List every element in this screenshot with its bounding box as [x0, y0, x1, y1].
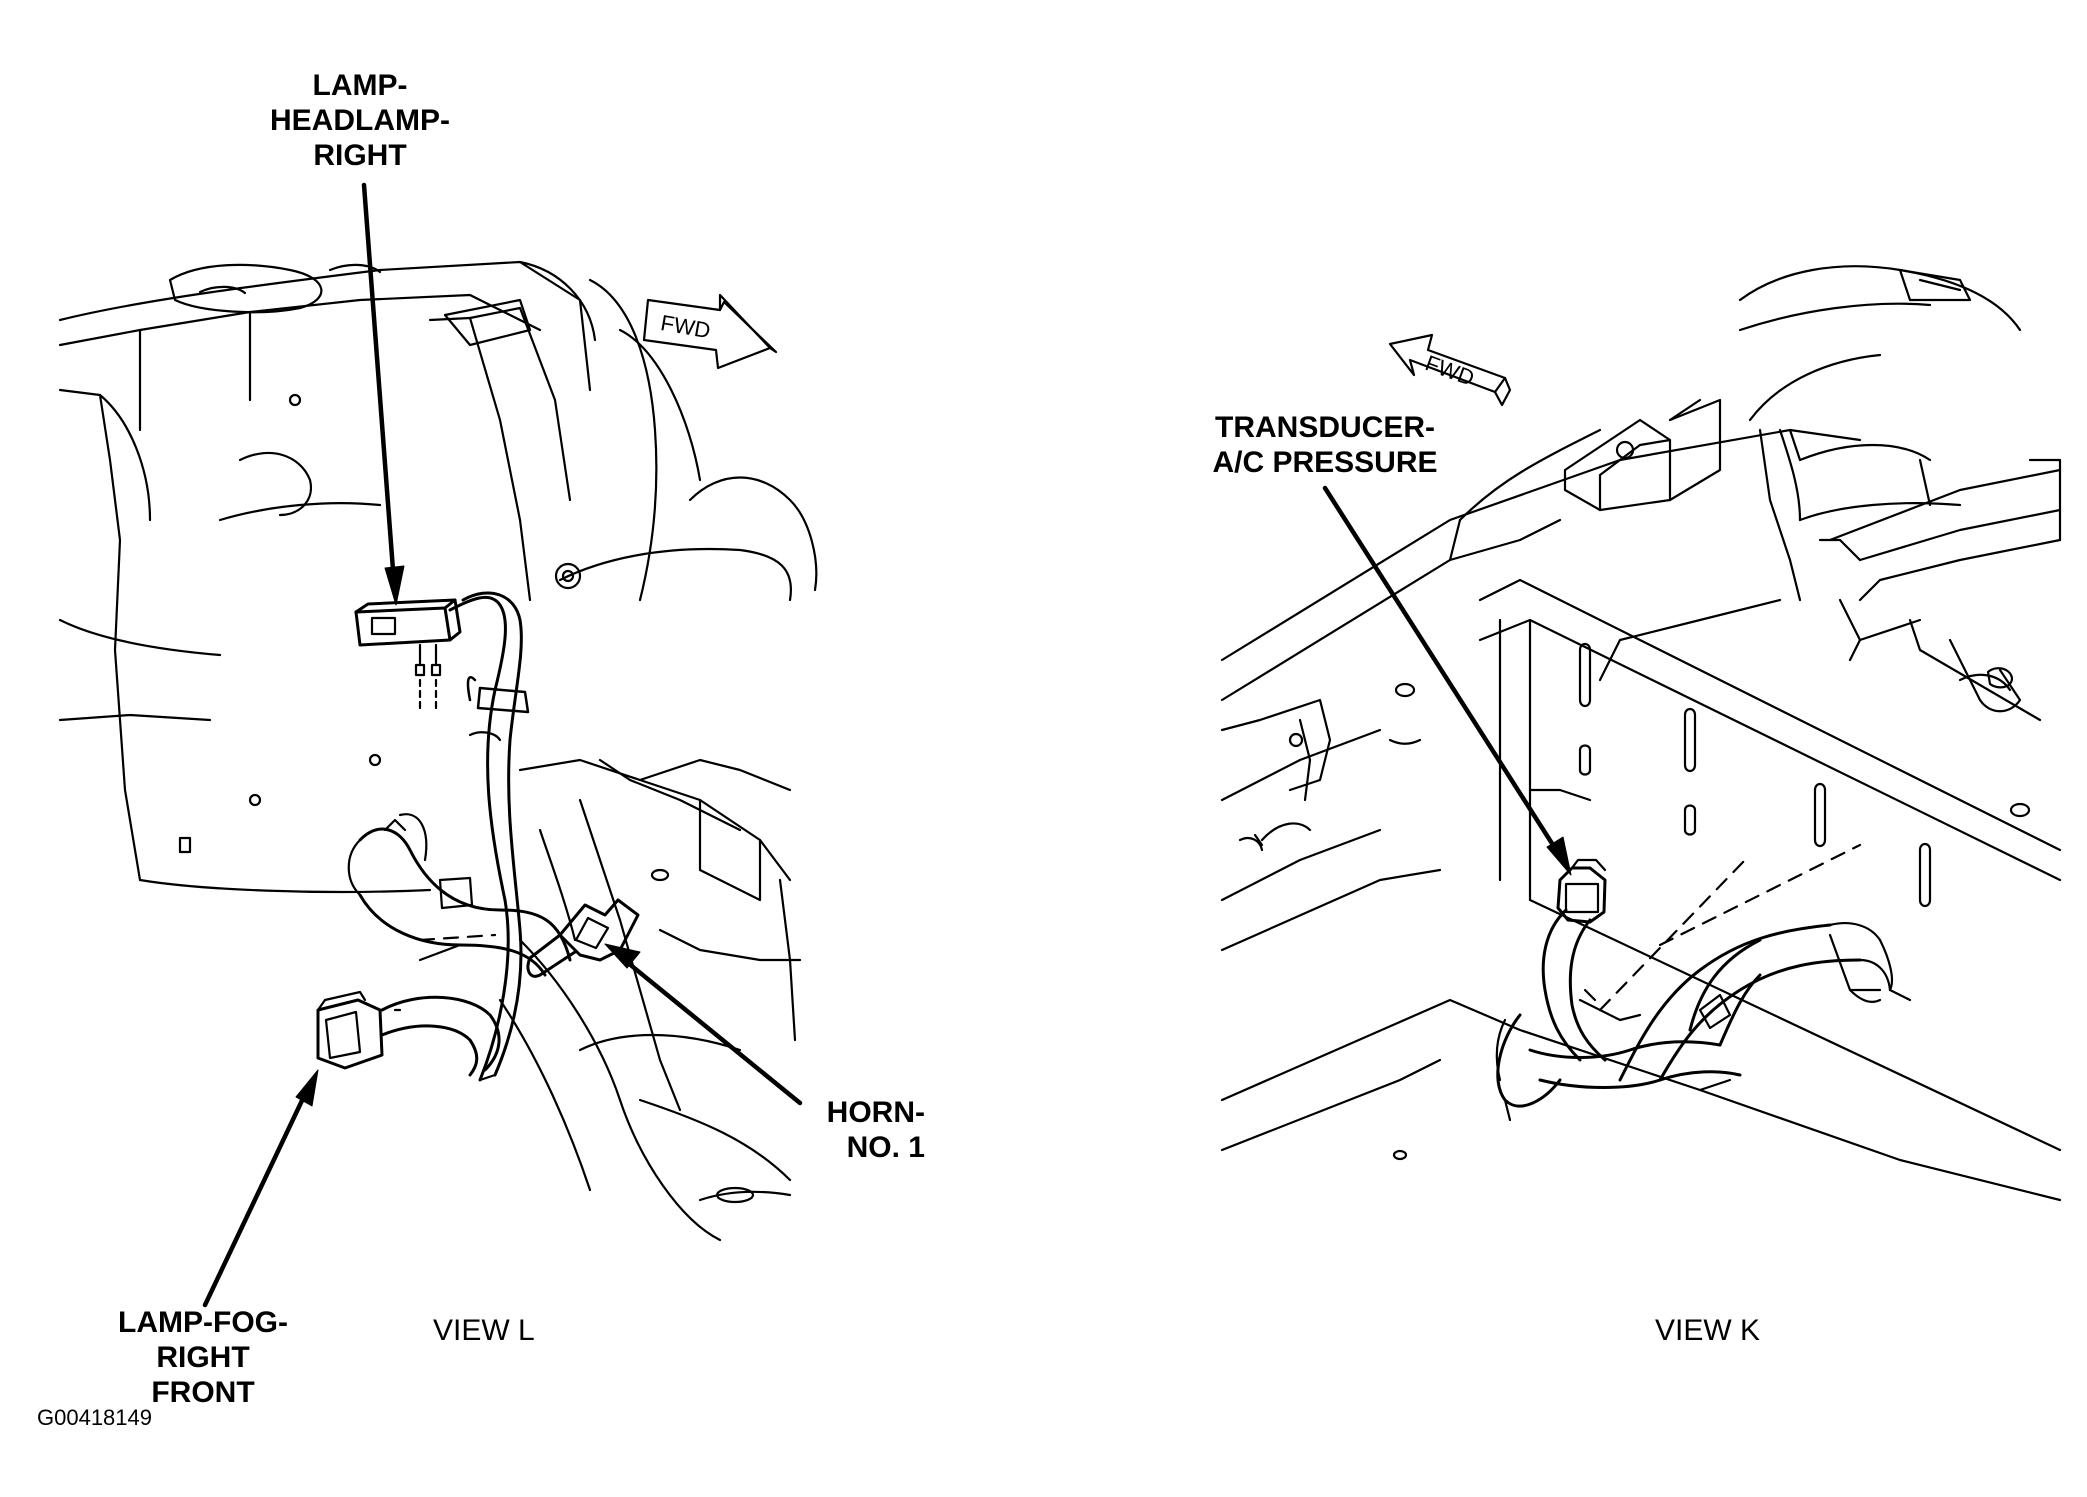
- label-line: A/C PRESSURE: [1212, 446, 1438, 479]
- figure-id: G00418149: [37, 1405, 152, 1430]
- fwd-arrow-left: FWD: [642, 293, 778, 370]
- label-line: NO. 1: [846, 1131, 925, 1164]
- label-line: HEADLAMP-: [270, 104, 450, 137]
- label-line: HORN-: [826, 1096, 925, 1129]
- view-l-label: VIEW L: [433, 1314, 535, 1347]
- leader-arrowheads: [295, 565, 1572, 1107]
- label-line: LAMP-: [312, 69, 408, 102]
- view-k-label: VIEW K: [1655, 1314, 1761, 1347]
- label-lamp-fog-right-front: LAMP-FOG- RIGHT FRONT: [98, 1305, 308, 1410]
- label-line: FRONT: [151, 1376, 255, 1409]
- view-k-illustration: [1220, 265, 2062, 1202]
- fwd-arrow-right: FWD: [1388, 333, 1512, 407]
- fwd-label-right: FWD: [1422, 350, 1478, 391]
- label-line: RIGHT: [313, 139, 407, 172]
- label-line: LAMP-FOG-: [118, 1306, 288, 1339]
- label-horn-no1: HORN- NO. 1: [790, 1095, 925, 1165]
- label-line: RIGHT: [156, 1341, 250, 1374]
- leader-lines: [202, 182, 1556, 1308]
- fwd-label-left: FWD: [659, 310, 713, 343]
- label-transducer-ac-pressure: TRANSDUCER- A/C PRESSURE: [1195, 410, 1455, 480]
- label-line: TRANSDUCER-: [1215, 411, 1435, 444]
- view-l-illustration: [58, 260, 818, 1242]
- label-lamp-headlamp-right: LAMP- HEADLAMP- RIGHT: [255, 68, 465, 173]
